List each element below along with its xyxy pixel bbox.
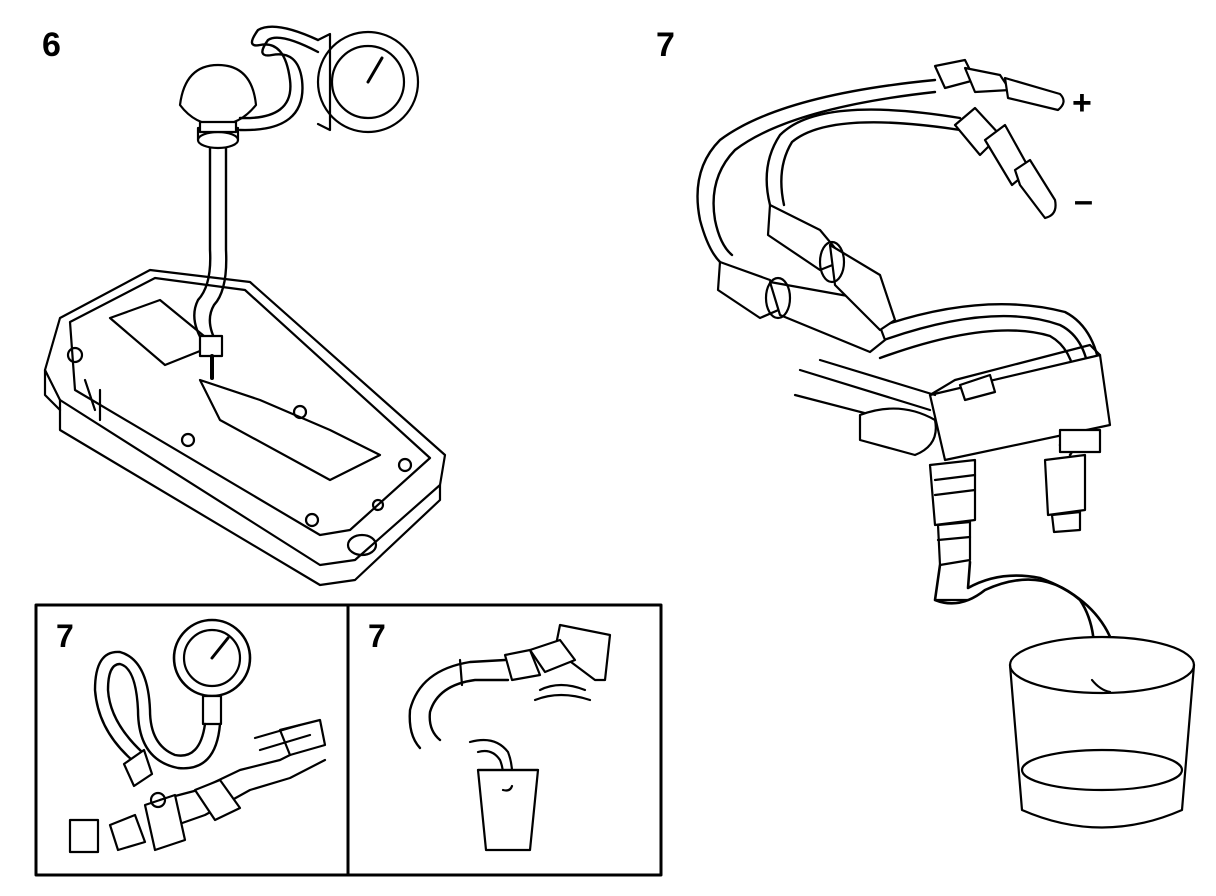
gauge-tube-6	[238, 25, 320, 132]
injector-inset	[503, 623, 612, 702]
fuel-rail	[793, 343, 1112, 462]
valve-cover	[43, 268, 447, 587]
gauge-hose-6	[193, 126, 240, 380]
injectors	[928, 453, 1087, 567]
figure-number-6: 6	[42, 26, 61, 64]
pressure-gauge-6	[316, 30, 420, 134]
alligator-clips	[716, 203, 897, 354]
beaker-inset	[476, 768, 540, 852]
positive-terminal-label: +	[1072, 84, 1092, 122]
figure-number-7-inset-left: 7	[56, 618, 74, 654]
banana-plug-positive	[933, 58, 1065, 112]
beaker-main	[1008, 635, 1196, 829]
pressure-gauge-inset	[172, 618, 252, 726]
gauge-hose-inset	[93, 650, 222, 788]
figure-number-7-main: 7	[656, 26, 675, 64]
gauge-bulb	[178, 63, 258, 134]
banana-plug-negative	[953, 106, 1057, 220]
figure-number-7-inset-right: 7	[368, 618, 386, 654]
negative-terminal-label: –	[1074, 182, 1093, 220]
fuel-line-inset	[68, 718, 327, 854]
